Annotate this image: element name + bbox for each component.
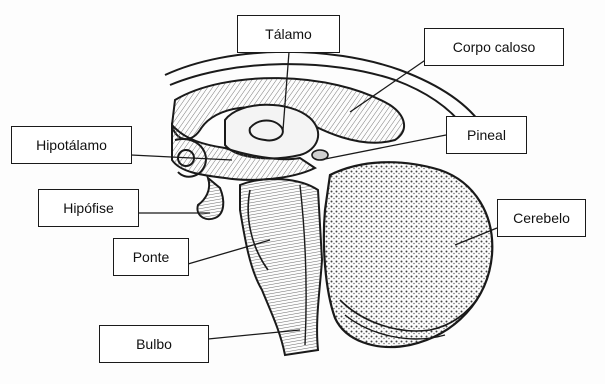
label-bulbo: Bulbo [99,325,209,363]
label-hipofise: Hipófise [38,189,139,227]
label-corpo-caloso: Corpo caloso [424,28,564,66]
label-talamo: Tálamo [237,15,340,53]
thalamus-shape [225,105,318,159]
label-ponte: Ponte [113,238,189,276]
label-pineal: Pineal [446,116,527,154]
cerebellum-shape [324,162,492,347]
label-cerebelo: Cerebelo [497,199,586,237]
brainstem-shape [240,179,322,355]
label-hipotalamo: Hipotálamo [11,126,132,164]
